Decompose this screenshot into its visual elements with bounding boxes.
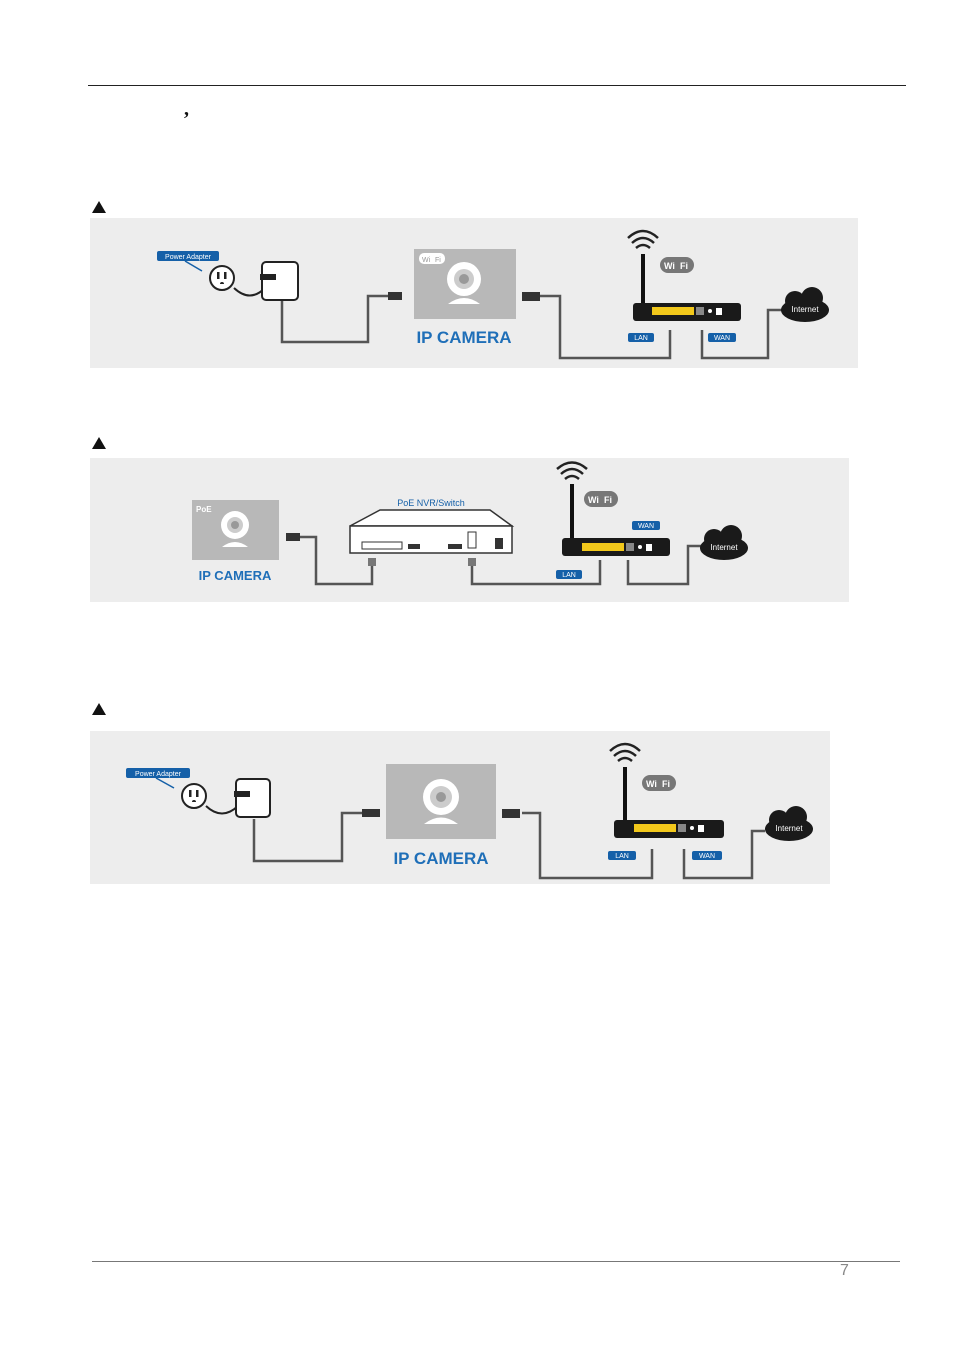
cloud-icon (781, 287, 829, 322)
poe-nvr-label: PoE NVR/Switch (397, 498, 465, 508)
camera-icon (221, 511, 249, 547)
internet-label: Internet (791, 305, 819, 314)
heading-comma: ’ (183, 108, 190, 130)
router-wifi-wi: Wi (588, 495, 599, 505)
camera-wifi-fi: Fi (435, 257, 441, 264)
footer-rule (92, 1261, 900, 1262)
power-adapter-label: Power Adapter (135, 771, 182, 778)
diagram-wired-camera-panel: Power Adapter IP CAMERA Wi (90, 731, 830, 884)
power-adapter-label: Power Adapter (165, 254, 212, 261)
router-wifi-fi: Fi (662, 779, 670, 789)
nvr-switch-icon (349, 509, 515, 554)
cloud-icon (700, 525, 748, 560)
camera-icon (423, 779, 459, 824)
wan-label: WAN (699, 853, 715, 860)
wifi-signal-icon (609, 742, 641, 762)
router-icon (562, 538, 670, 556)
power-adapter-tag (157, 251, 219, 261)
warning-triangle-icon (92, 437, 106, 449)
router-wifi-fi: Fi (680, 261, 688, 271)
diagram-wifi-camera: Power Adapter Wi Fi IP CAMERA (157, 229, 829, 360)
camera-icon (447, 262, 481, 304)
cables (252, 811, 765, 880)
ip-camera-label: IP CAMERA (199, 568, 272, 583)
diagram-poe-camera: PoE IP CAMERA PoE NVR/Switch (192, 461, 748, 586)
power-plug-icon (209, 261, 299, 301)
diagram-wired-camera: Power Adapter IP CAMERA Wi (126, 742, 813, 880)
power-adapter-tag (126, 768, 190, 778)
diagram-poe-camera-panel: PoE IP CAMERA PoE NVR/Switch (90, 458, 849, 602)
lan-label: LAN (615, 853, 629, 860)
power-plug-icon (181, 778, 271, 818)
camera-wifi-wi: Wi (422, 257, 431, 264)
warning-triangle-icon (92, 703, 106, 715)
lan-label: LAN (634, 335, 648, 342)
ip-camera-label: IP CAMERA (416, 328, 511, 347)
ip-camera-label: IP CAMERA (393, 849, 488, 868)
lan-label: LAN (562, 572, 576, 579)
cloud-icon (765, 806, 813, 841)
internet-label: Internet (710, 543, 738, 552)
router-icon (614, 820, 724, 838)
router-wifi-wi: Wi (646, 779, 657, 789)
diagram-wifi-camera-panel: Power Adapter Wi Fi IP CAMERA (90, 218, 858, 368)
router-wifi-wi: Wi (664, 261, 675, 271)
wan-label: WAN (638, 523, 654, 530)
wifi-signal-icon (627, 229, 659, 249)
page-number: 7 (840, 1262, 849, 1279)
cables (280, 294, 785, 360)
internet-label: Internet (775, 824, 803, 833)
cables (298, 535, 702, 586)
header-rule (88, 85, 906, 86)
wan-label: WAN (714, 335, 730, 342)
poe-badge: PoE (196, 505, 212, 514)
router-icon (633, 303, 741, 321)
wifi-signal-icon (556, 461, 588, 480)
warning-triangle-icon (92, 201, 106, 213)
router-wifi-fi: Fi (604, 495, 612, 505)
